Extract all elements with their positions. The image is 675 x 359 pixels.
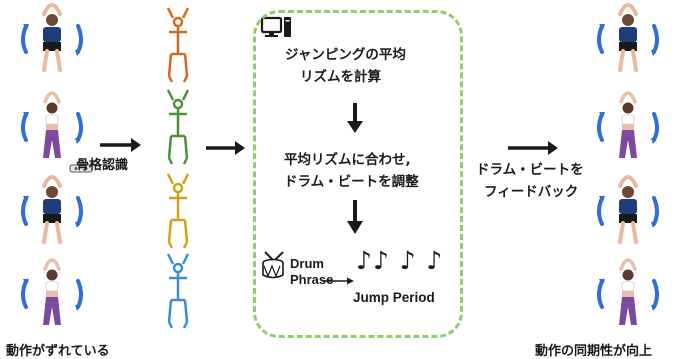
skeleton-blue <box>166 252 190 330</box>
step1-line1: ジャンピングの平均 <box>285 47 406 63</box>
music-notes: ♪♪ ♪ ♪ <box>356 246 444 275</box>
skeleton-recognition-label: 骨格認識 <box>76 158 129 173</box>
step1-line2: リズムを計算 <box>300 69 381 85</box>
person-left-4 <box>21 258 83 327</box>
right-caption: 動作の同期性が向上 <box>535 344 653 359</box>
step2-line2: ドラム・ビートを調整 <box>284 174 419 190</box>
person-right-1 <box>597 3 659 72</box>
person-right-3 <box>597 175 659 244</box>
skeleton-yellow <box>166 172 190 250</box>
step2-line1: 平均リズムに合わせ, <box>284 152 411 168</box>
camera-sensor-icon <box>69 164 93 173</box>
skeleton-green <box>166 88 190 166</box>
person-right-4 <box>597 258 659 327</box>
drum-icon <box>262 251 284 279</box>
person-left-2 <box>21 91 83 160</box>
jump-period-label: Jump Period <box>353 290 435 305</box>
person-left-1 <box>21 3 83 72</box>
person-left-3 <box>21 175 83 244</box>
person-right-2 <box>597 91 659 160</box>
feedback-line2: フィードバック <box>484 184 579 200</box>
drum-phrase-line1: Drum <box>290 256 324 271</box>
drum-phrase-line2: Phrase <box>290 272 334 287</box>
skeleton-orange <box>166 6 190 84</box>
feedback-line1: ドラム・ビートを <box>476 162 584 178</box>
left-caption: 動作がずれている <box>6 344 110 359</box>
process-box <box>253 10 463 338</box>
